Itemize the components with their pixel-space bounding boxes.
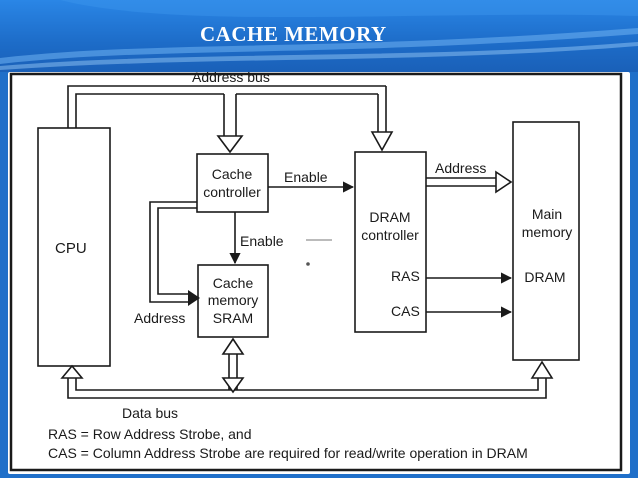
cache-memory-diagram: Address bus CPU Cache controller Enable … [9,72,623,472]
enable-label-vertical: Enable [240,233,284,249]
cache-memory-label-line1: Cache [213,275,254,291]
title-banner: CACHE MEMORY [0,0,638,72]
legend-cas: CAS = Column Address Strobe are required… [48,445,528,461]
cache-memory-block [197,264,269,338]
diagram-panel: Address bus CPU Cache controller Enable … [8,72,630,474]
diagram-frame [9,72,623,472]
main-dram-label: DRAM [524,269,565,285]
address-bus-arrowheads [216,131,394,154]
address-left-label: Address [134,310,185,326]
data-bus-arrowheads [60,337,554,394]
enable-label-horizontal: Enable [284,169,328,185]
dram-controller-label-line1: DRAM [369,209,410,225]
cpu-label: CPU [55,240,87,257]
address-loop-arrowhead [188,290,200,306]
cache-controller-label-line1: Cache [212,166,253,182]
banner-swoosh-decoration [0,0,638,70]
address-bus-lines [67,85,387,136]
dram-ras-label: RAS [391,268,420,284]
dram-controller-label-line2: controller [361,227,419,243]
slide-title: CACHE MEMORY [200,22,387,46]
data-bus-lines [67,354,547,399]
cpu-block [37,127,111,367]
main-memory-label-line2: memory [522,224,573,240]
scan-dot [306,262,310,266]
dram-controller-block [354,151,427,333]
legend-ras: RAS = Row Address Strobe, and [48,426,252,442]
cache-controller-block [196,153,269,213]
main-memory-block [512,121,580,361]
cache-memory-label-line3: SRAM [213,310,253,326]
address-double-arrow [426,177,496,187]
cache-memory-label-line2: memory [208,292,259,308]
main-memory-label-line1: Main [532,206,562,222]
address-double-arrowhead [495,170,513,194]
address-right-label: Address [435,160,486,176]
cache-controller-label-line2: controller [203,184,261,200]
address-bus-label: Address bus [192,72,270,85]
data-bus-label: Data bus [122,405,178,421]
address-loop-lines [149,201,197,303]
dram-cas-label: CAS [391,303,420,319]
